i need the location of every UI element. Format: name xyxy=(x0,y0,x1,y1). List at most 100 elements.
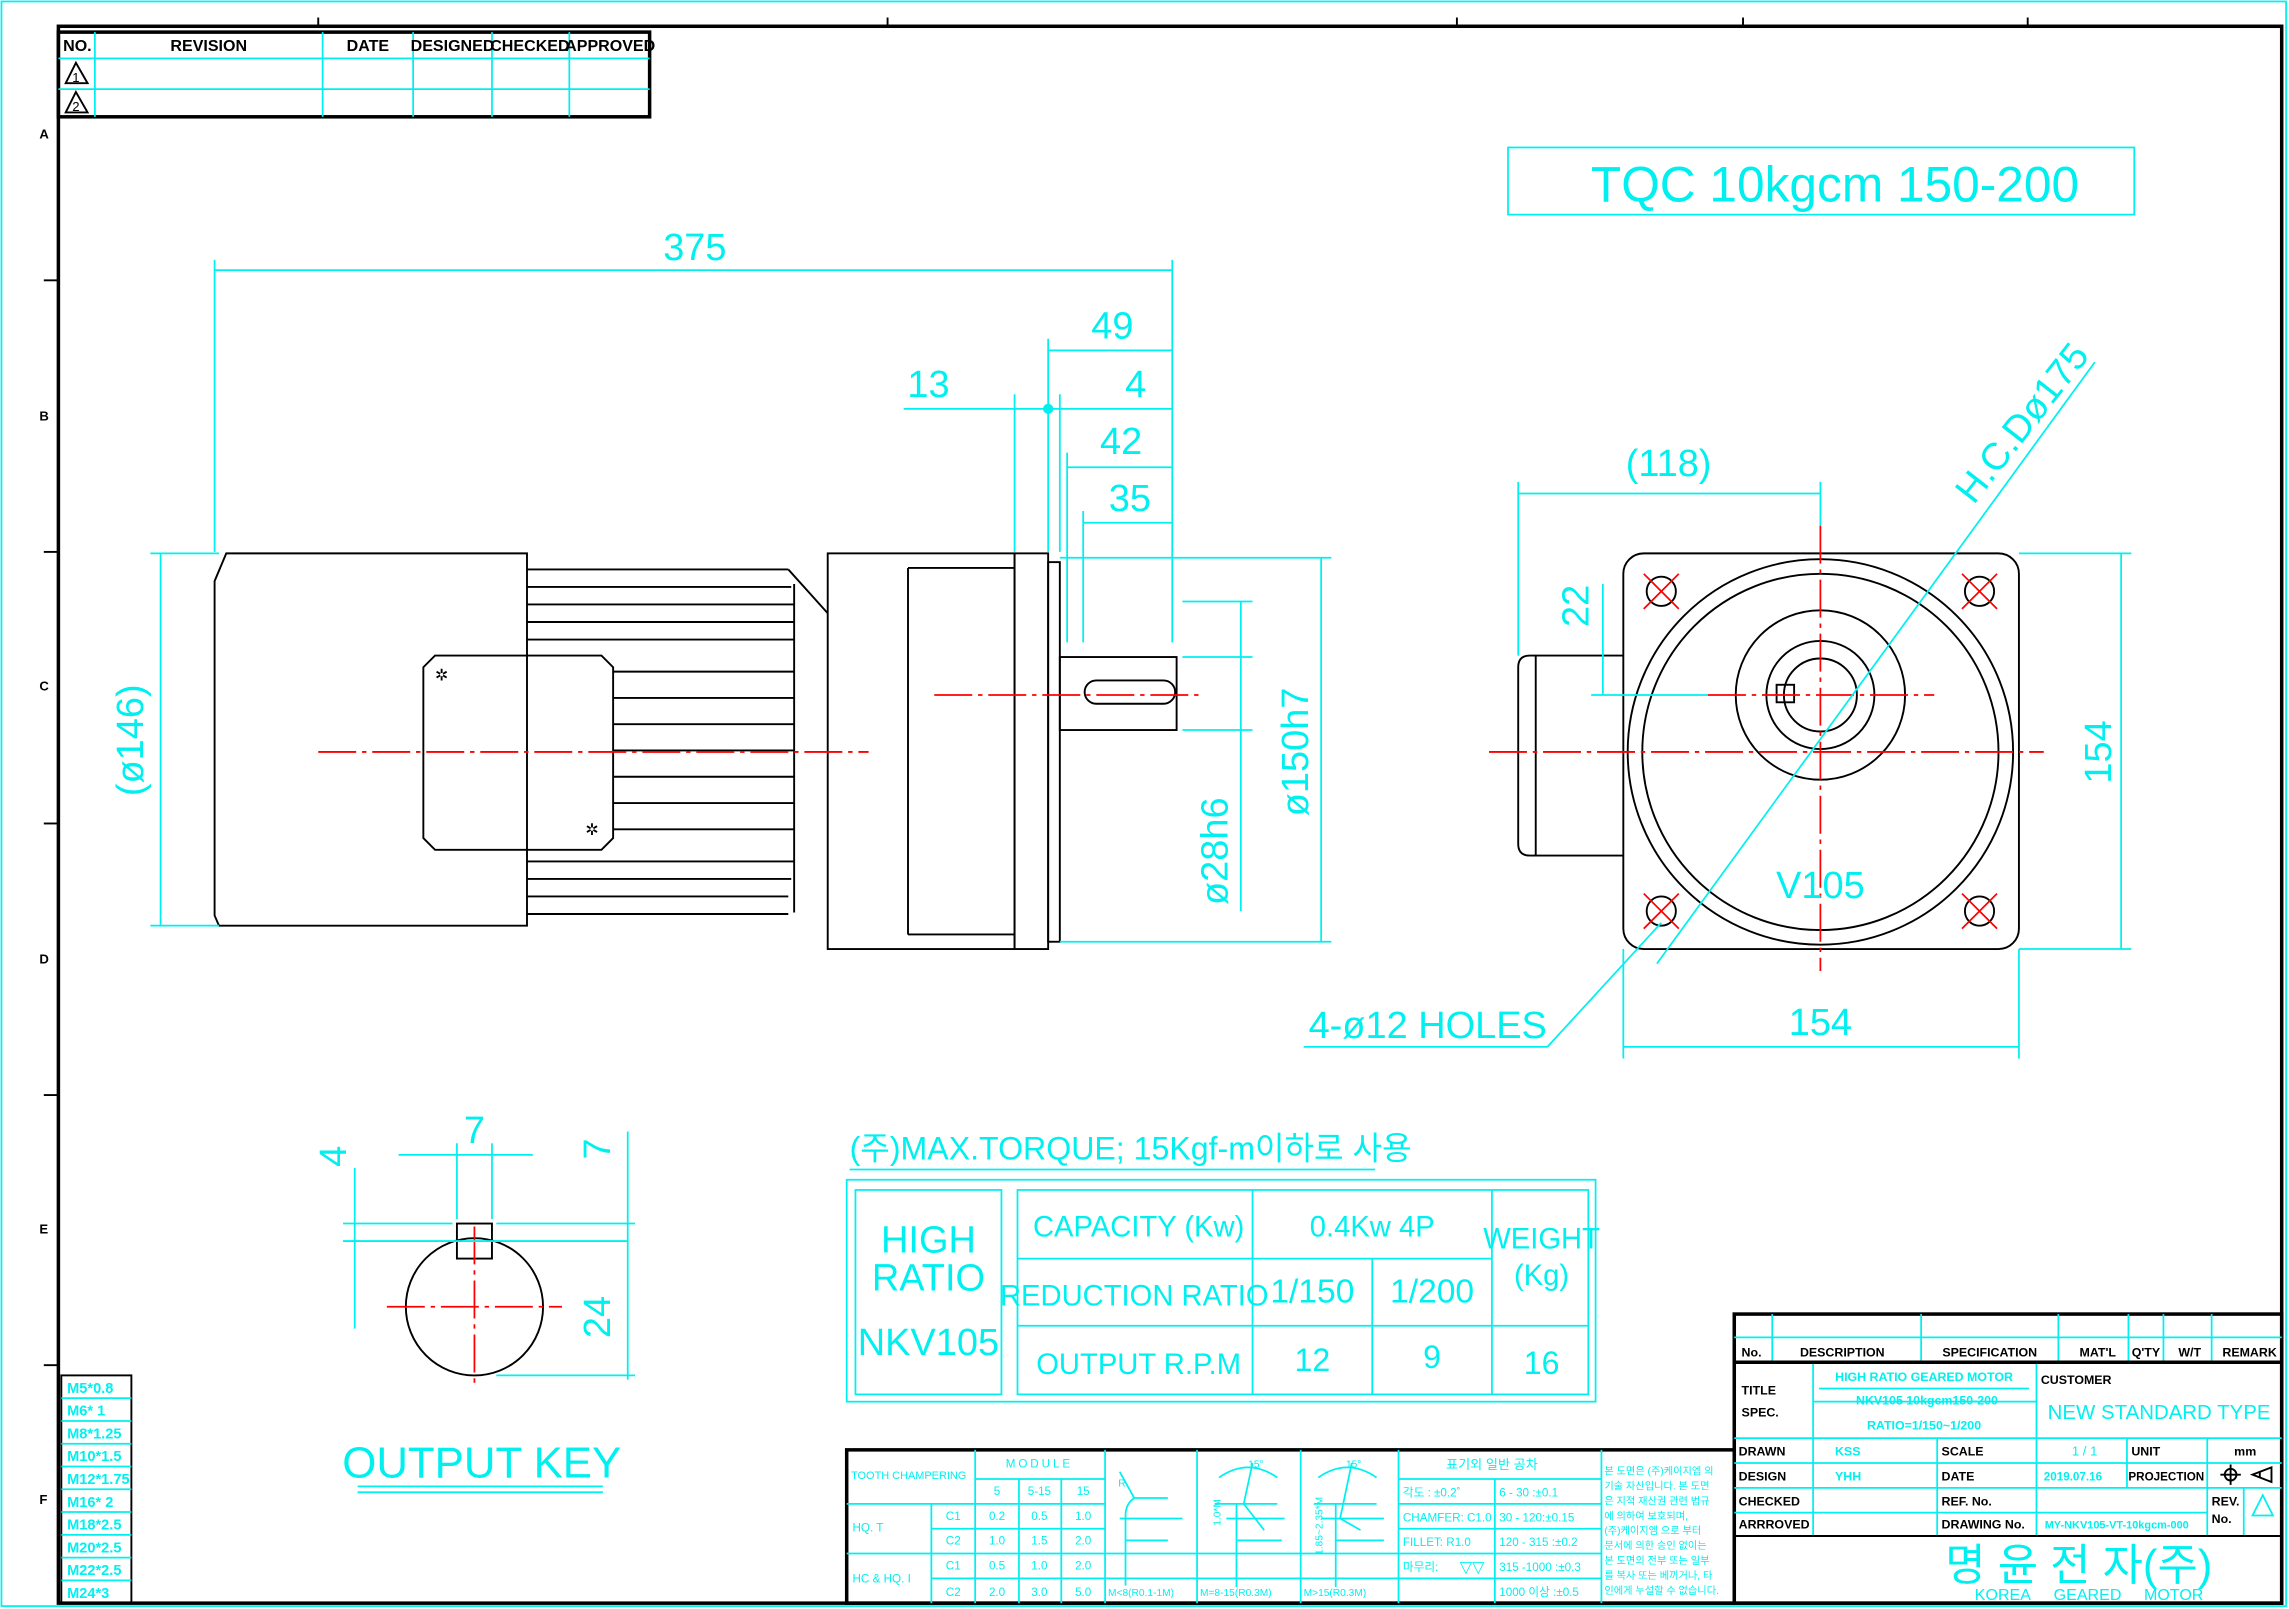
dim-4: 4 xyxy=(1125,364,1146,406)
thread-size: M24*3 xyxy=(67,1586,109,1602)
diagram-label-2: M=8-15(R0.3M) xyxy=(1200,1588,1272,1599)
copyright-note-line: (주)케이지엠 으로 부터 xyxy=(1604,1525,1701,1537)
zone-e: E xyxy=(39,1222,48,1237)
zone-d: D xyxy=(39,952,48,967)
company-en-motor: MOTOR xyxy=(2144,1586,2203,1604)
tb-rev-no-label: No. xyxy=(2212,1512,2232,1526)
tolerance-right: 30 - 120:±0.15 xyxy=(1499,1511,1574,1524)
tb-header-qty: Q'TY xyxy=(2132,1345,2161,1359)
zone-letters: A B C D E F xyxy=(39,127,49,1507)
copyright-note-line: 기술 자산입니다. 본 도면 xyxy=(1604,1480,1709,1493)
tolerance-right: 1000 이상 :±0.5 xyxy=(1499,1586,1579,1599)
tolerance-right: 6 - 30 :±0.1 xyxy=(1499,1487,1558,1500)
tb-customer-value: NEW STANDARD TYPE xyxy=(2048,1402,2271,1424)
output-shaft xyxy=(1058,656,1178,731)
spec-table: HIGH RATIO NKV105 CAPACITY (Kw) 0.4Kw 4P… xyxy=(845,1178,1600,1403)
rev-header-date: DATE xyxy=(347,37,390,55)
svg-text:2: 2 xyxy=(72,99,79,114)
zone-c: C xyxy=(39,679,49,694)
chamfer-c1: C1 xyxy=(946,1510,961,1523)
screw-icon: ✲ xyxy=(585,821,598,839)
chamfer-value: 1.5 xyxy=(1031,1535,1047,1548)
chamfer-value: 0.5 xyxy=(1031,1510,1047,1523)
copyright-note-line: 에 의하여 보호되며, xyxy=(1604,1509,1688,1522)
model-name: NKV105 xyxy=(858,1322,999,1364)
dim-22: 22 xyxy=(1555,585,1597,627)
tb-date-label: DATE xyxy=(1942,1470,1975,1484)
dim-holes: 4-ø12 HOLES xyxy=(1309,1005,1547,1047)
tb-title-value: HIGH RATIO GEARED MOTOR xyxy=(1835,1370,2013,1384)
projection-symbol-icon xyxy=(2220,1464,2273,1485)
company-en-korea: KOREA xyxy=(1975,1586,2031,1604)
chamfer-value: 0.2 xyxy=(989,1510,1005,1523)
tb-spec-value: NKV105 10kgcm150-200 xyxy=(1856,1394,1998,1408)
tb-title-label: TITLE xyxy=(1742,1383,1776,1397)
dim-35: 35 xyxy=(1109,478,1151,520)
tb-scale-label: SCALE xyxy=(1942,1445,1984,1459)
thread-size: M16* 2 xyxy=(67,1495,113,1511)
tb-header-material: MAT'L xyxy=(2080,1345,2117,1359)
tb-unit-value: mm xyxy=(2234,1445,2256,1459)
tb-approved-label: ARRROVED xyxy=(1739,1518,1810,1532)
chamfer-value: 3.0 xyxy=(1031,1586,1048,1599)
depth-label-1: 1.0*M xyxy=(1212,1499,1223,1526)
tb-checked-label: CHECKED xyxy=(1739,1494,1800,1508)
tolerance-title: 표기외 일반 공차 xyxy=(1446,1457,1538,1472)
zone-ticks xyxy=(43,17,2029,1367)
rev-header-no: NO. xyxy=(63,37,92,55)
cooling-fins xyxy=(526,568,829,915)
chamfer-value: 1.0 xyxy=(1075,1510,1092,1523)
thread-size: M12*1.75 xyxy=(67,1472,129,1488)
rpm-label: OUTPUT R.P.M xyxy=(1036,1349,1241,1381)
zone-a: A xyxy=(39,127,49,142)
angle-label: 15° xyxy=(1248,1459,1263,1470)
tolerance-right: 315 -1000 :±0.3 xyxy=(1499,1561,1581,1574)
dim-motor-diameter: (ø146) xyxy=(110,684,152,796)
module-label: MODULE xyxy=(1006,1457,1073,1470)
tb-header-no: No. xyxy=(1742,1345,1762,1359)
front-dimensions xyxy=(1303,361,2132,1059)
tolerance-left: 각도 : ±0.2˚ xyxy=(1403,1487,1461,1500)
ratio-value-2: 1/200 xyxy=(1390,1273,1474,1310)
tolerance-left: 마무리: xyxy=(1403,1561,1438,1574)
dim-overall-length: 375 xyxy=(663,227,726,269)
rpm-value-2: 9 xyxy=(1423,1339,1441,1375)
tolerance-left: CHAMFER: C1.0 xyxy=(1403,1511,1492,1524)
torque-note: (주)MAX.TORQUE; 15Kgf-m이하로 사용 xyxy=(850,1130,1412,1166)
zone-f: F xyxy=(39,1492,47,1507)
dim-pcd: H.C.Dø175 xyxy=(1948,336,2098,511)
thread-size: M8*1.25 xyxy=(67,1426,121,1442)
revision-triangle-icon xyxy=(2251,1493,2275,1517)
zone-b: B xyxy=(39,408,48,423)
tb-rev-label: REV. xyxy=(2212,1494,2240,1508)
tb-drawn-value: KSS xyxy=(1835,1445,1860,1459)
tb-header-remark: REMARK xyxy=(2222,1345,2276,1359)
side-dimensions xyxy=(150,259,1332,943)
motor-side-view: ✲ ✲ xyxy=(213,552,1202,950)
weight-label: WEIGHT xyxy=(1483,1223,1600,1255)
company-en-geared: GEARED xyxy=(2054,1586,2122,1604)
series-line1: HIGH xyxy=(881,1220,976,1262)
revision-table: NO. REVISION DATE DESIGNED CHECKED APPRO… xyxy=(56,30,655,119)
thread-size: M5*0.8 xyxy=(67,1381,113,1397)
dim-13: 13 xyxy=(907,364,949,406)
revision-triangle-icon: 2 xyxy=(64,89,90,114)
tb-design-label: DESIGN xyxy=(1739,1470,1787,1484)
key-height: 24 xyxy=(577,1296,619,1338)
output-key-title: OUTPUT KEY xyxy=(342,1439,621,1488)
thread-size: M20*2.5 xyxy=(67,1540,121,1556)
tolerance-left: FILLET: R1.0 xyxy=(1403,1536,1472,1549)
key-depth-right: 7 xyxy=(577,1139,619,1160)
copyright-note-line: 인에게 누설할 수 없습니다. xyxy=(1604,1584,1719,1597)
copyright-note-line: 문서에 의한 승인 없이는 xyxy=(1604,1539,1706,1552)
motor-front-view xyxy=(1489,525,2044,971)
rpm-value-1: 12 xyxy=(1295,1342,1331,1378)
dim-154-horizontal: 154 xyxy=(1789,1002,1852,1044)
tb-unit-label: UNIT xyxy=(2131,1445,2160,1459)
ratio-value-1: 1/150 xyxy=(1270,1273,1354,1310)
tb-drawing-no-label: DRAWING No. xyxy=(1942,1518,2025,1532)
dim-154-vertical: 154 xyxy=(2078,720,2120,783)
chamfer-c2: C2 xyxy=(946,1535,961,1548)
dim-118: (118) xyxy=(1626,443,1712,485)
